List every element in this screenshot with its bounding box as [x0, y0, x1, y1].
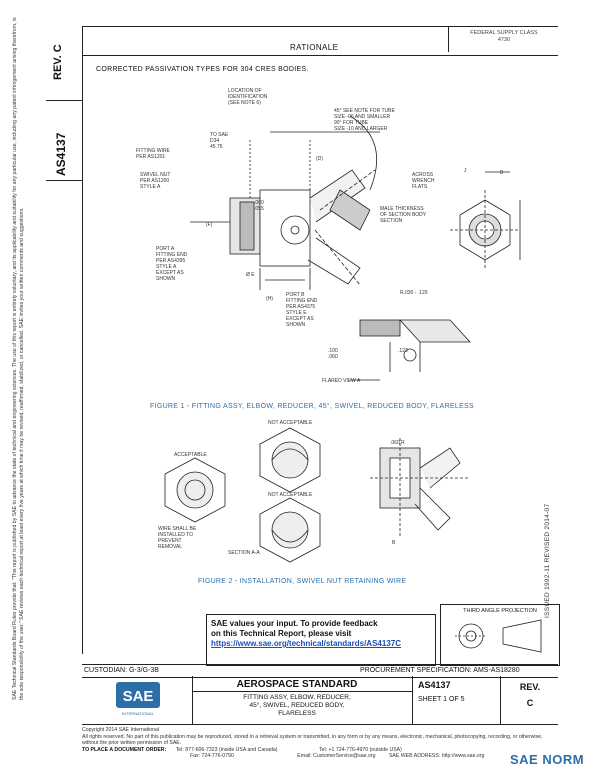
label-dia-e: Ø E: [246, 272, 255, 278]
policy-text-vertical: SAE Technical Standards Board Rules prov…: [12, 17, 25, 700]
label-port-b: PORT B FITTING END PER AS4375 STYLE E EX…: [286, 292, 318, 328]
aerospace-standard-title: AEROSPACE STANDARD: [236, 679, 358, 690]
label-ref-d: (D): [316, 156, 323, 162]
third-angle-projection: THIRD ANGLE PROJECTION: [440, 604, 560, 666]
label-not-acceptable-2: NOT ACCEPTABLE: [268, 492, 313, 498]
standard-description: FITTING ASSY, ELBOW, REDUCER, 45°, SWIVE…: [243, 694, 351, 717]
custodian: CUSTODIAN: G-3/G-3B: [84, 667, 159, 674]
rationale-text: CORRECTED PASSIVATION TYPES FOR 304 CRES…: [96, 66, 309, 73]
label-flared-view: FLARED VIEW A: [322, 378, 361, 384]
label-ref-b: B: [500, 170, 504, 176]
label-swivel-nut: SWIVEL NUT PER AS1200 STYLE A: [140, 172, 171, 190]
label-across-wrench: ACROSS WRENCH FLATS: [412, 172, 435, 190]
footer: Copyright 2014 SAE International All rig…: [82, 727, 558, 760]
label-dim-b: B: [392, 540, 396, 546]
feedback-line-2: on this Technical Report, please visit: [211, 629, 352, 638]
label-wire-shall: WIRE SHALL BE INSTALLED TO PREVENT REMOV…: [158, 526, 197, 550]
figure-2-caption: FIGURE 2 - INSTALLATION, SWIVEL NUT RETA…: [198, 578, 407, 585]
label-port-a: PORT A FITTING END PER AS4395 STYLE A EX…: [156, 246, 188, 282]
title-block: CUSTODIAN: G-3/G-3B PROCUREMENT SPECIFIC…: [82, 664, 558, 725]
label-section-aa: SECTION A-A: [228, 550, 260, 556]
label-ref-j: J: [464, 168, 467, 174]
sae-logo-sub: INTERNATIONAL: [122, 711, 154, 716]
label-not-acceptable-1: NOT ACCEPTABLE: [268, 420, 313, 426]
footer-rights: All rights reserved. No part of this pub…: [82, 733, 543, 747]
issued-revised-vertical: ISSUED 1992-11 REVISED 2014-07: [544, 503, 551, 618]
figure-1-caption: FIGURE 1 - FITTING ASSY, ELBOW, REDUCER,…: [150, 403, 474, 410]
label-note-45: 45° SEE NOTE FOR TUBE SIZE -06 AND SMALL…: [334, 108, 395, 132]
title-doc-number: AS4137: [418, 680, 451, 690]
title-block-main: SAE INTERNATIONAL AEROSPACE STANDARD FIT…: [82, 676, 558, 725]
label-location: LOCATION OF IDENTIFICATION (SEE NOTE 6): [228, 88, 268, 106]
projection-symbol-icon: [455, 619, 542, 653]
rationale-title: RATIONALE: [290, 43, 339, 52]
title-block-top-row: CUSTODIAN: G-3/G-3B PROCUREMENT SPECIFIC…: [82, 664, 558, 678]
label-dim-100: .100 .060: [328, 348, 338, 360]
label-ref-h: (H): [266, 296, 273, 302]
sheet-number: SHEET 1 OF 5: [418, 696, 465, 703]
rev-vertical: REV. C: [52, 44, 64, 80]
figure-1-drawing: [190, 115, 521, 381]
docno-cell: [46, 100, 82, 181]
label-fitting-wire: FITTING WIRE PER AS1201: [136, 148, 170, 160]
label-acceptable: ACCEPTABLE: [174, 452, 207, 458]
doc-number-vertical: AS4137: [54, 132, 68, 176]
header-band: [82, 26, 558, 56]
sae-norm-watermark: SAE NORM: [510, 752, 585, 767]
label-male-thickness: MALE THICKNESS OF SECTION BODY SECTION: [380, 206, 427, 224]
feedback-line-1: SAE values your input. To provide feedba…: [211, 619, 378, 628]
figure-2-drawing: [164, 427, 470, 563]
procurement-spec: PROCUREMENT SPECIFICATION: AMS-AS18280: [360, 667, 520, 674]
label-dim-060: .060 .055: [254, 200, 264, 212]
footer-contact-row: Fax: 724-776-0790 Email: CustomerService…: [190, 753, 485, 759]
footer-copyright: Copyright 2014 SAE International: [82, 727, 159, 733]
sae-logo-text: SAE: [123, 688, 154, 705]
feedback-box: SAE values your input. To provide feedba…: [206, 614, 436, 666]
label-ref-f: (F): [206, 222, 213, 228]
left-strip: [46, 26, 83, 654]
title-rev-value: C: [526, 698, 534, 708]
label-dim-r: .060 R: [390, 440, 405, 446]
footer-order-row: TO PLACE A DOCUMENT ORDER: Tel: 877-606-…: [82, 746, 402, 753]
title-rev-label: REV.: [519, 682, 541, 692]
label-sae-mark: TO SAE D34 45.75: [210, 132, 229, 150]
sae-logo-icon: SAE INTERNATIONAL: [116, 682, 160, 716]
footer-web[interactable]: SAE WEB ADDRESS: http://www.sae.org: [388, 753, 485, 759]
label-dim-030: R.030 - .120: [400, 290, 428, 296]
feedback-link[interactable]: https://www.sae.org/technical/standards/…: [211, 639, 401, 648]
label-dim-123: .123: [398, 348, 408, 354]
rev-cell: [46, 26, 82, 101]
third-angle-label: THIRD ANGLE PROJECTION: [463, 608, 537, 614]
